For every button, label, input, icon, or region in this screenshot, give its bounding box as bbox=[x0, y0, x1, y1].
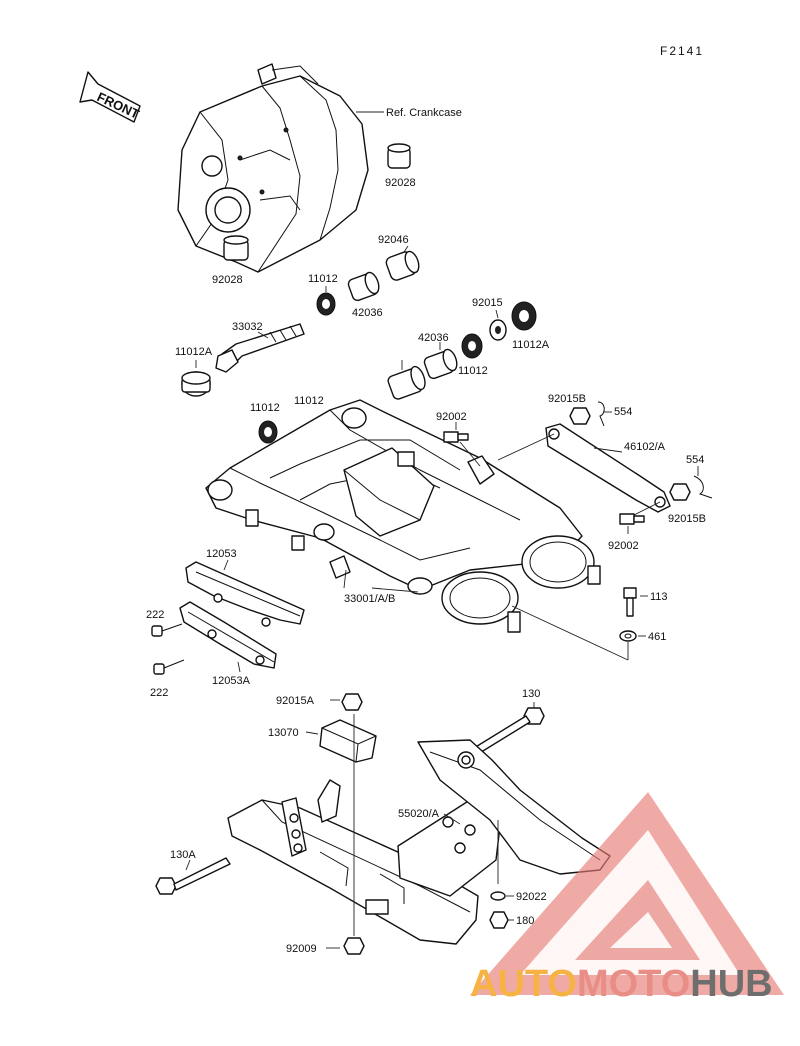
bolt-113 bbox=[623, 587, 637, 617]
label-11012-upper: 11012 bbox=[308, 273, 338, 285]
automotohub-logo: AUTOMOTOHUB bbox=[470, 792, 784, 1005]
nut-92015A bbox=[341, 693, 363, 711]
seal-11012-left-a bbox=[258, 420, 278, 444]
label-554-lower: 554 bbox=[686, 454, 704, 466]
label-180: 180 bbox=[516, 915, 534, 927]
bolt-92002-lower bbox=[619, 513, 645, 525]
label-222-lower: 222 bbox=[150, 687, 168, 699]
swingarm-33001 bbox=[205, 399, 601, 633]
label-33001AB: 33001/A/B bbox=[344, 593, 395, 605]
label-92015B-lower: 92015B bbox=[668, 513, 706, 525]
label-12053: 12053 bbox=[206, 548, 237, 560]
label-11012-mid: 11012 bbox=[458, 365, 488, 377]
label-554-upper: 554 bbox=[614, 406, 632, 418]
bolt-130A bbox=[155, 857, 231, 895]
cotter-pin-554-lower bbox=[693, 475, 713, 499]
label-130: 130 bbox=[522, 688, 540, 700]
label-222-upper: 222 bbox=[146, 609, 164, 621]
label-92002-upper: 92002 bbox=[436, 411, 467, 423]
svg-text:AUTOMOTOHUB: AUTOMOTOHUB bbox=[470, 963, 773, 1005]
nut-92015B-lower bbox=[669, 483, 691, 501]
label-92028-upper: 92028 bbox=[385, 177, 416, 189]
label-92028-lower: 92028 bbox=[212, 274, 243, 286]
seal-11012A-right bbox=[511, 301, 537, 331]
bushing-92028-lower bbox=[223, 235, 249, 261]
figure-id: F2141 bbox=[660, 44, 704, 58]
bolt-180 bbox=[489, 911, 509, 929]
block-13070 bbox=[319, 719, 377, 763]
collar-42036-upper bbox=[347, 271, 380, 302]
bearing-92015 bbox=[489, 319, 507, 341]
collar-92046 bbox=[385, 250, 420, 281]
label-11012-left-b: 11012 bbox=[294, 395, 324, 407]
bushing-92028-upper bbox=[387, 143, 411, 169]
chain-guide-12053 bbox=[185, 561, 305, 627]
collar-42036-lower bbox=[423, 348, 458, 380]
chain-guide-12053A bbox=[179, 601, 277, 669]
label-92015A: 92015A bbox=[276, 695, 315, 707]
label-42036-upper: 42036 bbox=[352, 307, 383, 319]
label-461: 461 bbox=[648, 631, 666, 643]
seal-11012-mid bbox=[461, 333, 483, 359]
label-92046: 92046 bbox=[378, 234, 409, 246]
label-33032: 33032 bbox=[232, 321, 263, 333]
crankcase-drawing bbox=[177, 63, 369, 273]
washer-92022 bbox=[490, 891, 506, 901]
screw-222-upper bbox=[151, 623, 183, 637]
label-92002-lower: 92002 bbox=[608, 540, 639, 552]
washer-461 bbox=[619, 630, 637, 642]
label-11012A-right: 11012A bbox=[512, 339, 550, 351]
cap-11012A-left bbox=[181, 371, 211, 397]
label-11012-left-a: 11012 bbox=[250, 402, 280, 414]
screw-92009 bbox=[343, 937, 365, 955]
logo-text-hub: HUB bbox=[690, 963, 772, 1005]
label-92022: 92022 bbox=[516, 891, 547, 903]
screw-222-lower bbox=[153, 659, 185, 675]
ref-crankcase-label: Ref. Crankcase bbox=[386, 107, 462, 119]
label-12053A: 12053A bbox=[212, 675, 251, 687]
logo-text-moto: MOTO bbox=[577, 963, 690, 1005]
collar-plain bbox=[387, 365, 426, 400]
bolt-92002-upper bbox=[443, 431, 469, 443]
bolt-130 bbox=[473, 707, 545, 755]
label-11012A-left: 11012A bbox=[175, 346, 213, 358]
label-130A: 130A bbox=[170, 849, 196, 861]
label-92015: 92015 bbox=[472, 297, 503, 309]
nut-92015B-upper bbox=[569, 407, 591, 425]
label-13070: 13070 bbox=[268, 727, 299, 739]
cotter-pin-554-upper bbox=[597, 401, 605, 427]
label-55020A: 55020/A bbox=[398, 808, 440, 820]
label-92009: 92009 bbox=[286, 943, 317, 955]
pivot-shaft-33032 bbox=[215, 323, 305, 373]
label-42036-lower: 42036 bbox=[418, 332, 449, 344]
label-46102A: 46102/A bbox=[624, 441, 666, 453]
label-113: 113 bbox=[650, 591, 668, 603]
label-92015B-upper: 92015B bbox=[548, 393, 586, 405]
seal-11012-upper bbox=[316, 292, 336, 316]
torque-link-46102 bbox=[545, 423, 671, 513]
front-arrow-icon: FRONT bbox=[79, 71, 142, 123]
logo-text-auto: AUTO bbox=[470, 963, 577, 1005]
